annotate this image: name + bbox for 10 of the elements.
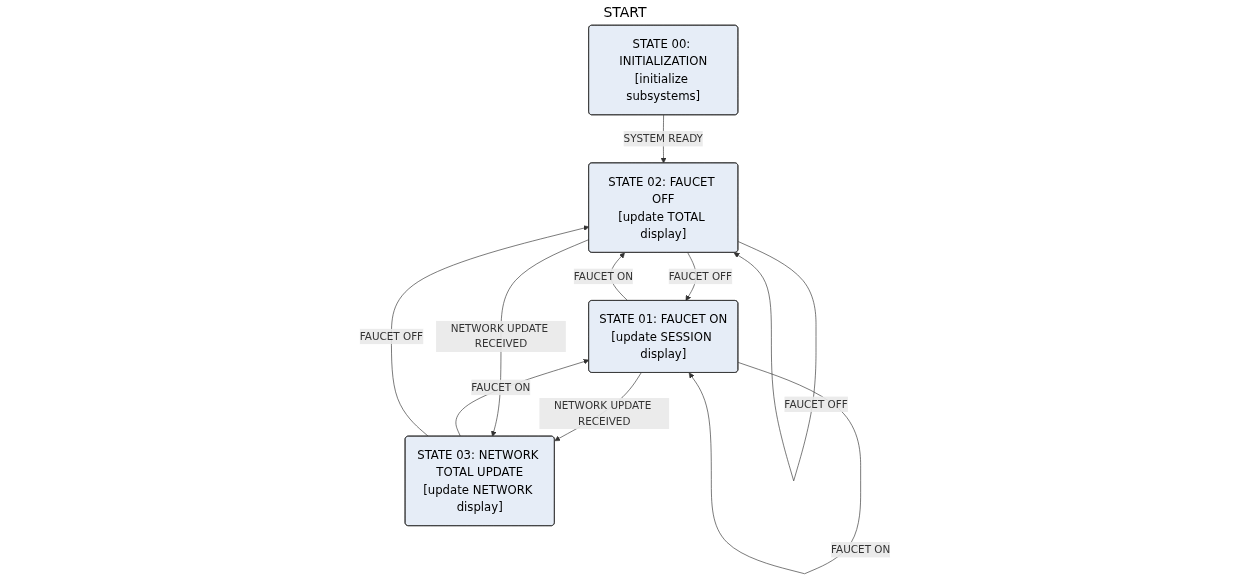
edge-label: FAUCET OFF <box>668 269 733 283</box>
edge-label: SYSTEM READY <box>623 132 703 145</box>
edge-label: FAUCET ON <box>471 380 531 394</box>
edge-label: FAUCET OFF <box>784 397 848 411</box>
start-label: START <box>603 4 647 20</box>
edge-label: NETWORK UPDATE RECEIVED <box>450 322 549 351</box>
edge-label: FAUCET ON <box>831 543 891 556</box>
edge-label: FAUCET OFF <box>359 329 424 343</box>
edge-label: FAUCET ON <box>573 269 633 283</box>
edge-label: NETWORK UPDATE RECEIVED <box>553 399 652 428</box>
